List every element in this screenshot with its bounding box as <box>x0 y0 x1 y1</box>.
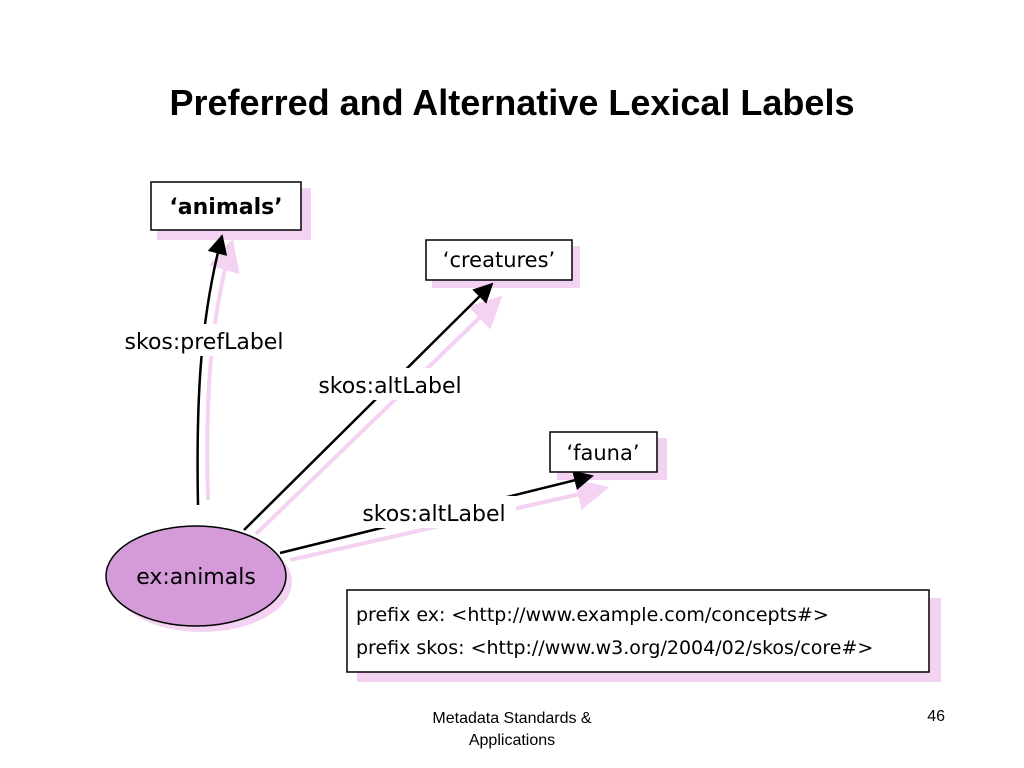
prefix-line-skos: prefix skos: <http://www.w3.org/2004/02/… <box>356 637 873 659</box>
pref-edge-label: skos:prefLabel <box>125 330 284 355</box>
page-number: 46 <box>927 708 945 725</box>
pref-edge-label-bg <box>112 324 296 356</box>
prefix-line-ex: prefix ex: <http://www.example.com/conce… <box>356 604 829 626</box>
alt2-edge-label-bg <box>352 496 516 528</box>
fauna-label: ‘fauna’ <box>566 441 639 465</box>
pref-edge-shadow <box>205 238 240 501</box>
pref-edge <box>196 234 228 506</box>
animals-box <box>150 181 302 231</box>
slide-title: Preferred and Alternative Lexical Labels <box>169 82 855 123</box>
alt1-edge-shadow <box>254 295 503 536</box>
creatures-box <box>425 239 573 281</box>
footer-course-title: Metadata Standards & Applications <box>392 708 632 752</box>
creatures-label: ‘creatures’ <box>443 248 555 272</box>
concept-node-label: ex:animals <box>136 565 256 590</box>
fauna-box <box>549 431 658 473</box>
alt1-edge-label: skos:altLabel <box>318 374 461 399</box>
alt1-edge <box>243 282 494 531</box>
alt2-edge-label: skos:altLabel <box>362 502 505 527</box>
footer-line-2: Applications <box>468 732 556 749</box>
skos-label-diagram: ex:animals ‘animals’ ‘creatures’ ‘fauna’… <box>105 181 941 682</box>
animals-label: ‘animals’ <box>169 195 282 220</box>
footer-line-1: Metadata Standards & <box>432 710 592 727</box>
alt1-edge-label-bg <box>308 368 472 400</box>
concept-node <box>105 525 287 627</box>
prefix-box <box>346 589 930 673</box>
